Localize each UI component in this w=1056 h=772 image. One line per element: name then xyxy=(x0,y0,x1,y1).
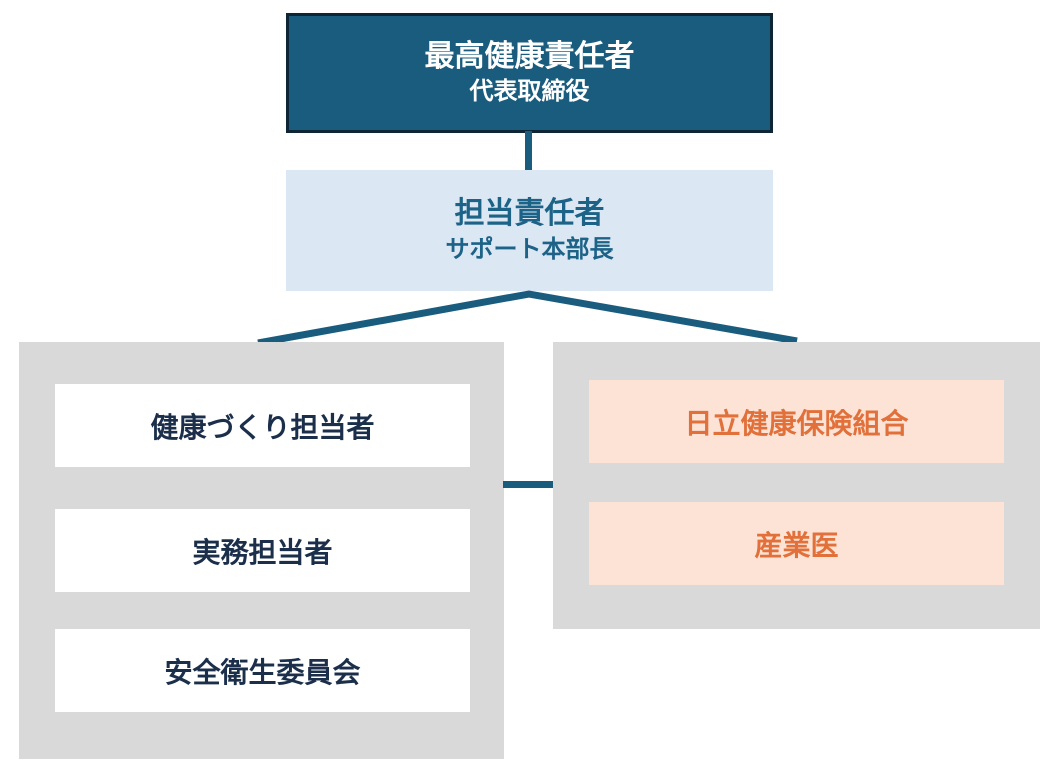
list-item-occupational-physician: 産業医 xyxy=(589,502,1004,585)
chief-health-officer-box: 最高健康責任者 代表取締役 xyxy=(286,13,773,133)
list-item-operations-staff: 実務担当者 xyxy=(55,509,470,592)
manager-box: 担当責任者 サポート本部長 xyxy=(286,170,773,291)
external-group-panel: 日立健康保険組合 産業医 xyxy=(553,342,1040,629)
internal-group-panel: 健康づくり担当者 実務担当者 安全衛生委員会 xyxy=(19,342,504,759)
list-item-hitachi-health-insurance: 日立健康保険組合 xyxy=(589,380,1004,463)
chief-health-officer-subtitle: 代表取締役 xyxy=(469,78,590,106)
list-item-health-promotion-staff: 健康づくり担当者 xyxy=(55,384,470,467)
connector-horizontal-line xyxy=(503,481,554,488)
connector-vertical-line xyxy=(525,131,532,171)
manager-subtitle: サポート本部長 xyxy=(445,236,614,264)
list-item-safety-health-committee: 安全衛生委員会 xyxy=(55,629,470,712)
manager-title: 担当責任者 xyxy=(454,197,605,231)
chief-health-officer-title: 最高健康責任者 xyxy=(424,40,635,74)
